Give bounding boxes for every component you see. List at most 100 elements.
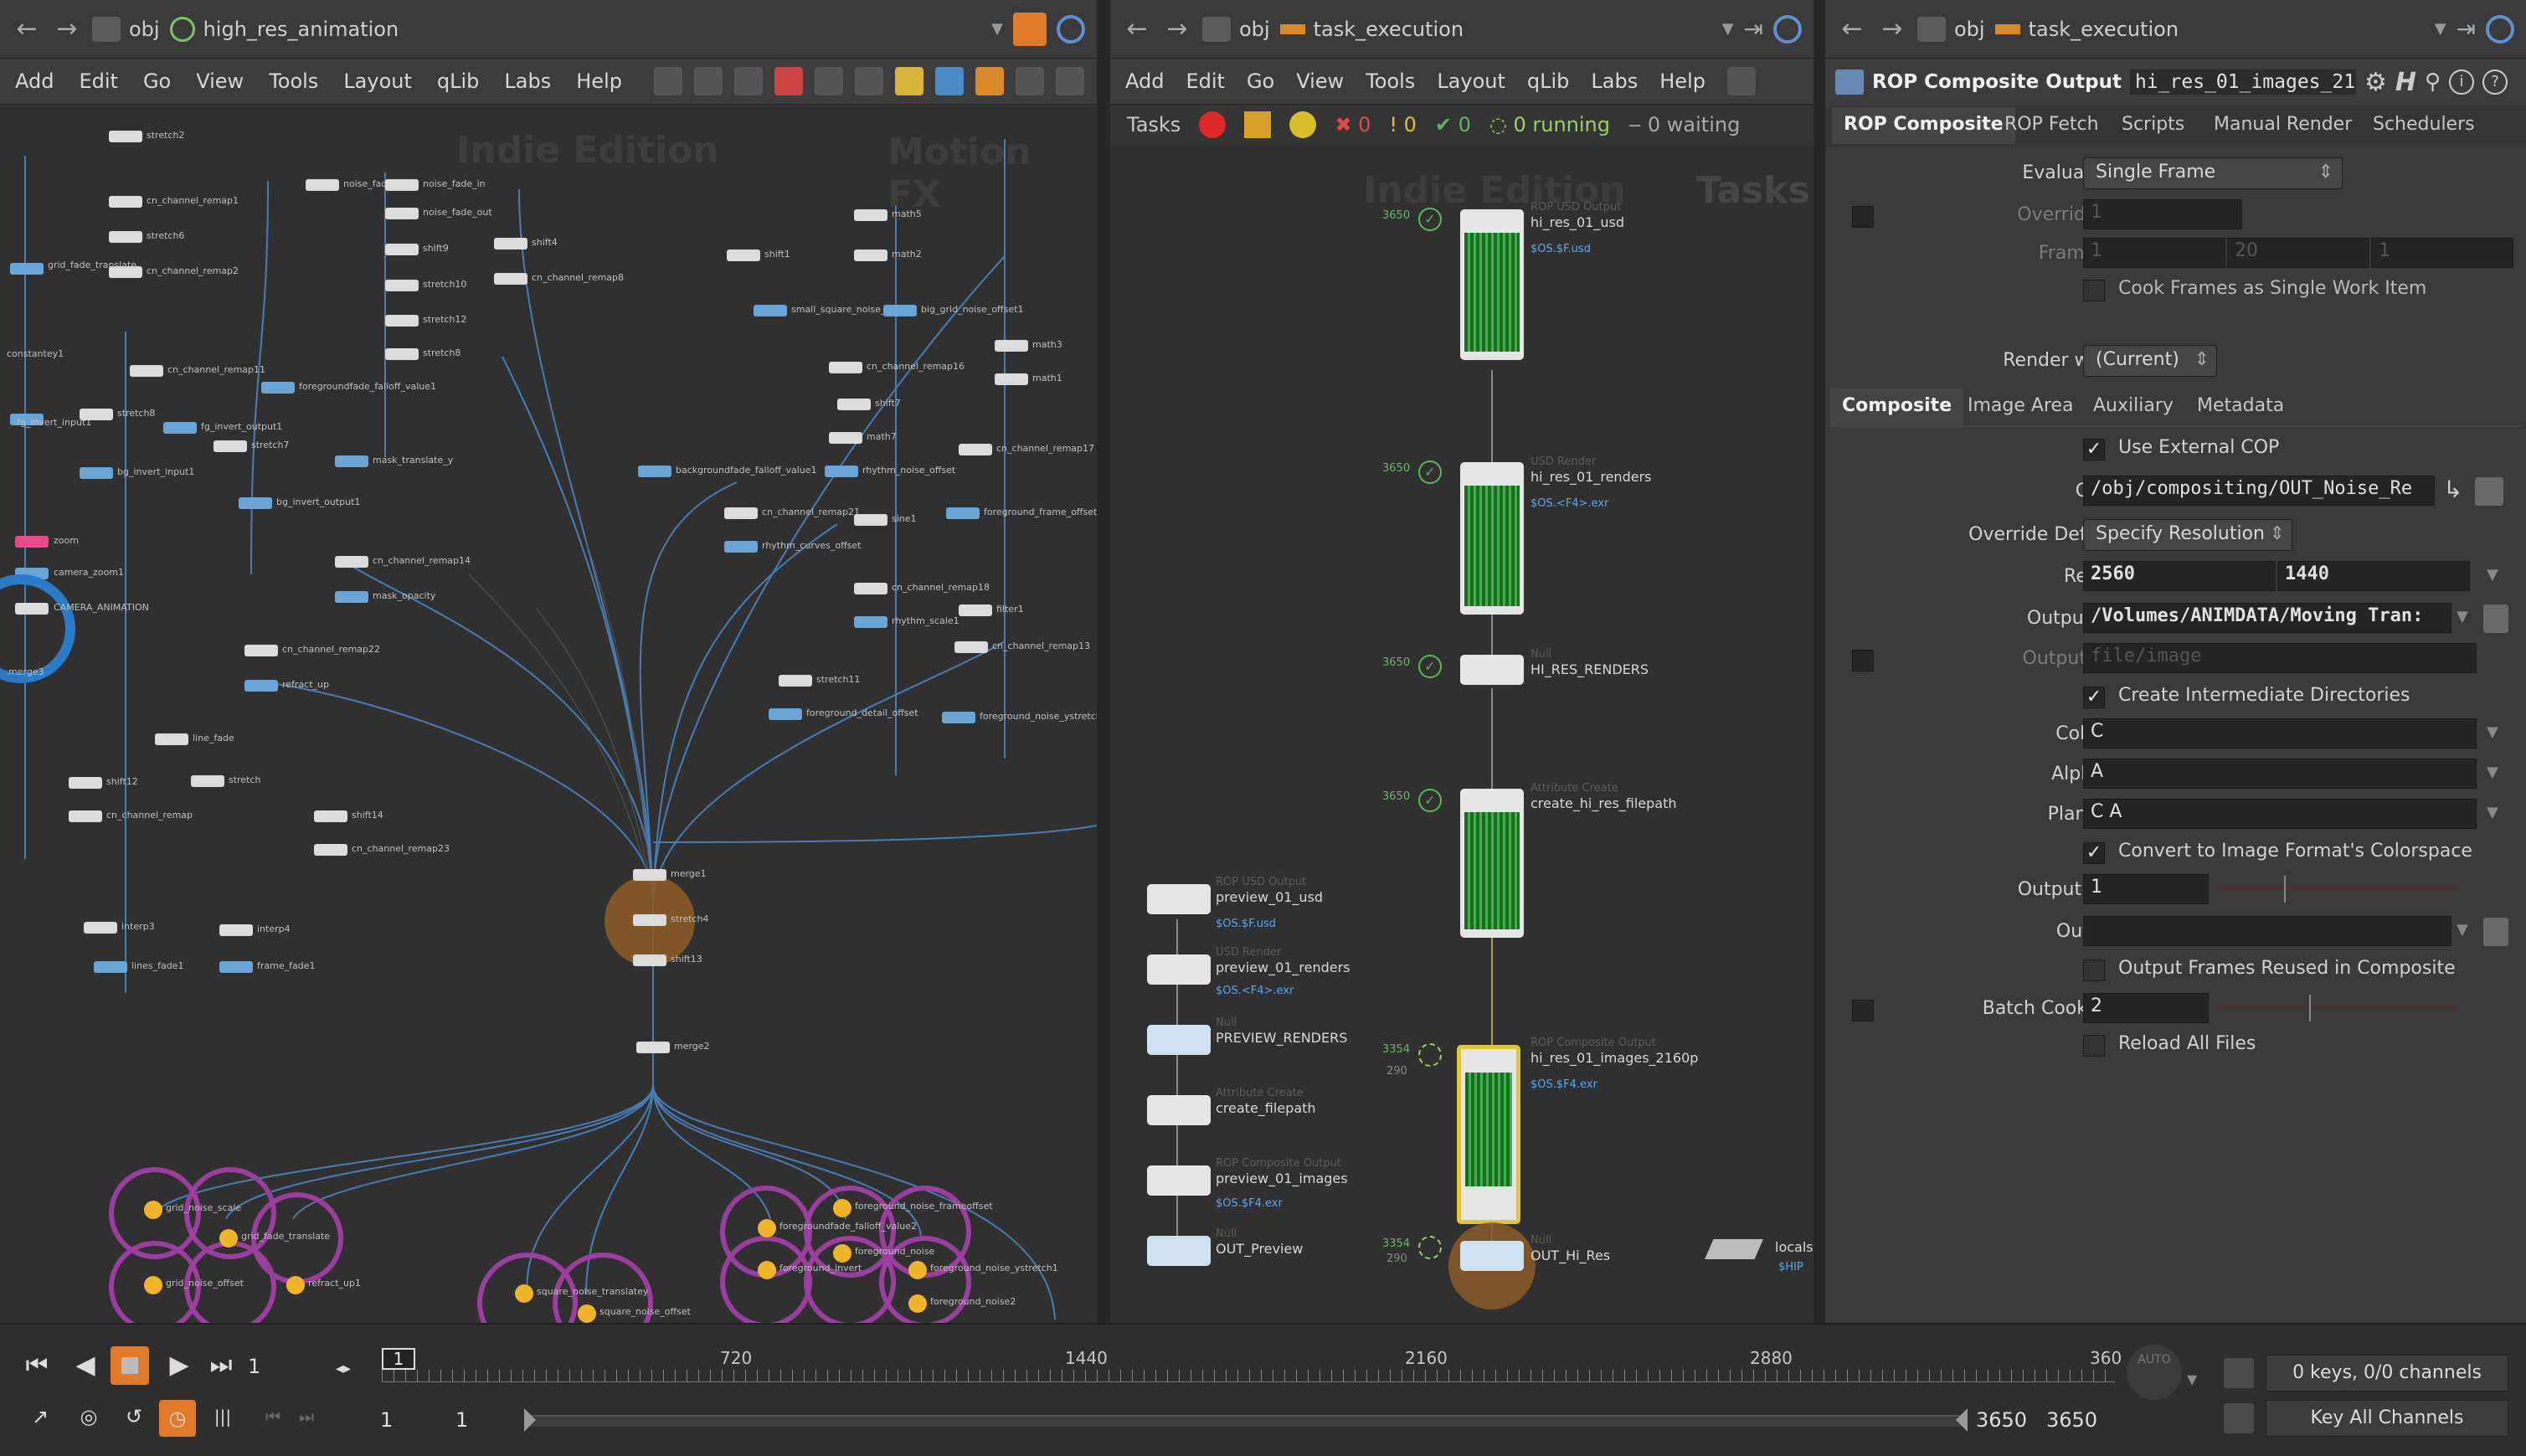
range-start-field[interactable]: 1 — [380, 1408, 394, 1432]
node-cn-channel-remap14[interactable] — [335, 556, 368, 568]
breadcrumb-obj[interactable]: obj — [1202, 16, 1270, 42]
dropdown-arrow-icon[interactable]: ▼ — [2487, 804, 2498, 821]
dropdown-arrow-icon[interactable]: ▼ — [2487, 723, 2498, 741]
output-gamma-slider[interactable] — [2215, 887, 2458, 889]
chop-node[interactable] — [144, 1276, 162, 1294]
node-foregroundfade-falloff[interactable] — [261, 382, 295, 394]
help-h-icon[interactable]: H — [2395, 67, 2416, 97]
jump-to-end-icon[interactable]: ⏭ — [209, 1350, 233, 1380]
batch-cook-checkbox[interactable] — [1852, 1000, 1874, 1021]
back-arrow-icon[interactable]: ← — [1126, 14, 1148, 44]
forward-arrow-icon[interactable]: → — [1166, 14, 1188, 44]
node-rhythm-curves-offset[interactable] — [724, 541, 758, 553]
node-stretch8[interactable] — [80, 409, 113, 420]
resolution-height[interactable]: 1440 — [2277, 561, 2470, 591]
background-image-icon[interactable] — [934, 67, 964, 95]
node-cn-channel-remap2[interactable] — [109, 266, 142, 278]
menu-view[interactable]: View — [1296, 69, 1345, 93]
use-external-cop-checkbox[interactable]: ✓ — [2083, 439, 2105, 460]
menu-view[interactable]: View — [196, 69, 244, 93]
menu-add[interactable]: Add — [15, 69, 54, 93]
menu-labs[interactable]: Labs — [504, 69, 552, 93]
search-icon[interactable] — [1015, 67, 1044, 95]
plane-scope-field[interactable]: C A — [2083, 799, 2477, 829]
cook-single-checkbox[interactable] — [2083, 280, 2105, 301]
chop-node[interactable] — [833, 1199, 851, 1217]
node-stretch6[interactable] — [109, 231, 142, 243]
node-filter1[interactable] — [959, 605, 992, 616]
node-cn-channel-remap8[interactable] — [494, 273, 527, 285]
node-stretch7[interactable] — [214, 440, 247, 452]
chop-node[interactable] — [908, 1261, 927, 1279]
pin-icon[interactable]: ⇥ — [1743, 15, 1763, 43]
output-file-tag-field[interactable]: file/image — [2083, 643, 2477, 673]
node-shift4[interactable] — [494, 238, 527, 250]
node-stretch[interactable] — [191, 775, 224, 787]
task-node-create-hi-res-filepath[interactable] — [1460, 789, 1524, 938]
auto-key-icon[interactable]: AUTO — [2127, 1345, 2182, 1400]
override-res-dropdown[interactable]: Specify Resolution⇕ — [2083, 519, 2292, 551]
forward-arrow-icon[interactable]: → — [56, 14, 78, 44]
tab-auxiliary[interactable]: Auxiliary — [2093, 395, 2174, 416]
frame-ruler[interactable]: 1 720 1440 2160 2880 360 — [382, 1341, 2122, 1388]
menu-layout[interactable]: Layout — [1437, 69, 1505, 93]
network-box-icon[interactable] — [854, 67, 883, 95]
list-icon[interactable] — [733, 67, 763, 95]
chop-node[interactable] — [908, 1294, 927, 1313]
batch-cook-slider[interactable] — [2215, 1006, 2458, 1008]
node-cn-channel-remap22[interactable] — [244, 645, 278, 656]
jump-to-start-icon[interactable]: ⏮ — [25, 1350, 49, 1380]
range-end-field[interactable]: 3650 — [1976, 1408, 2028, 1432]
menu-go[interactable]: Go — [142, 69, 172, 93]
loop-icon[interactable]: ↺ — [125, 1405, 143, 1428]
menu-go[interactable]: Go — [1246, 69, 1275, 93]
color-palette-icon[interactable] — [774, 67, 803, 95]
node-foreground-noise-ystretch[interactable] — [942, 712, 975, 723]
task-node-create-filepath[interactable] — [1147, 1095, 1211, 1125]
tab-composite[interactable]: Composite — [1830, 388, 1964, 425]
node-zoom[interactable] — [15, 536, 49, 548]
auto-key-dropdown-icon[interactable]: ▼ — [2187, 1371, 2198, 1387]
override-frame-field[interactable]: 1 — [2083, 199, 2242, 229]
node-cn-channel-remap13[interactable] — [954, 641, 988, 653]
chop-node[interactable] — [833, 1244, 851, 1263]
forward-arrow-icon[interactable]: → — [1881, 14, 1903, 44]
breadcrumb-network[interactable]: task_execution — [1994, 18, 2179, 41]
realtime-icon[interactable]: ◎ — [80, 1405, 98, 1428]
chop-node[interactable] — [578, 1304, 596, 1323]
node-stretch4[interactable] — [633, 914, 666, 926]
output-frames-reused-checkbox[interactable] — [2083, 960, 2105, 981]
node-frame-fade1[interactable] — [219, 961, 253, 973]
menu-edit[interactable]: Edit — [1186, 69, 1225, 93]
channel-icon[interactable] — [2224, 1403, 2254, 1433]
node-shift13[interactable] — [633, 954, 666, 966]
breadcrumb-obj[interactable]: obj — [1917, 16, 1985, 42]
batch-cook-slider-handle[interactable] — [2309, 995, 2311, 1021]
node-cn-channel-remap[interactable] — [69, 810, 102, 822]
node-shift12[interactable] — [69, 777, 102, 789]
node-shift9[interactable] — [385, 244, 419, 255]
create-dirs-checkbox[interactable]: ✓ — [2083, 687, 2105, 708]
frame-range-start[interactable]: 1 — [2083, 238, 2225, 268]
node-bg-invert-input1[interactable] — [80, 467, 113, 479]
node-stretch12[interactable] — [385, 315, 419, 327]
cancel-cook-icon[interactable] — [1199, 111, 1227, 138]
node-foreground-frame-offset[interactable] — [946, 507, 980, 519]
node-mask-opacity[interactable] — [335, 591, 368, 603]
node-noise-fade[interactable] — [306, 179, 339, 191]
wrench-icon[interactable] — [1726, 67, 1756, 95]
eye-icon[interactable] — [1055, 67, 1084, 95]
node-sine1[interactable] — [854, 514, 887, 526]
key-all-channels-button[interactable]: Key All Channels — [2266, 1400, 2508, 1437]
dropdown-arrow-icon[interactable]: ▼ — [2457, 608, 2468, 625]
node-fg-invert-output1[interactable] — [163, 422, 197, 434]
node-name-field[interactable]: hi_res_01_images_21 — [2129, 69, 2356, 95]
range-end-field-2[interactable]: 3650 — [2046, 1408, 2098, 1432]
gear-icon[interactable]: ⚙ — [2364, 67, 2387, 97]
path-dropdown-icon[interactable]: ▼ — [2434, 20, 2446, 38]
range-slider-handle-right[interactable] — [1956, 1408, 1968, 1432]
tab-rop-fetch[interactable]: ROP Fetch — [2004, 114, 2099, 135]
batch-cook-field[interactable]: 2 — [2083, 993, 2209, 1023]
file-chooser-icon[interactable] — [2483, 605, 2508, 633]
sticky-note-icon[interactable] — [894, 67, 923, 95]
